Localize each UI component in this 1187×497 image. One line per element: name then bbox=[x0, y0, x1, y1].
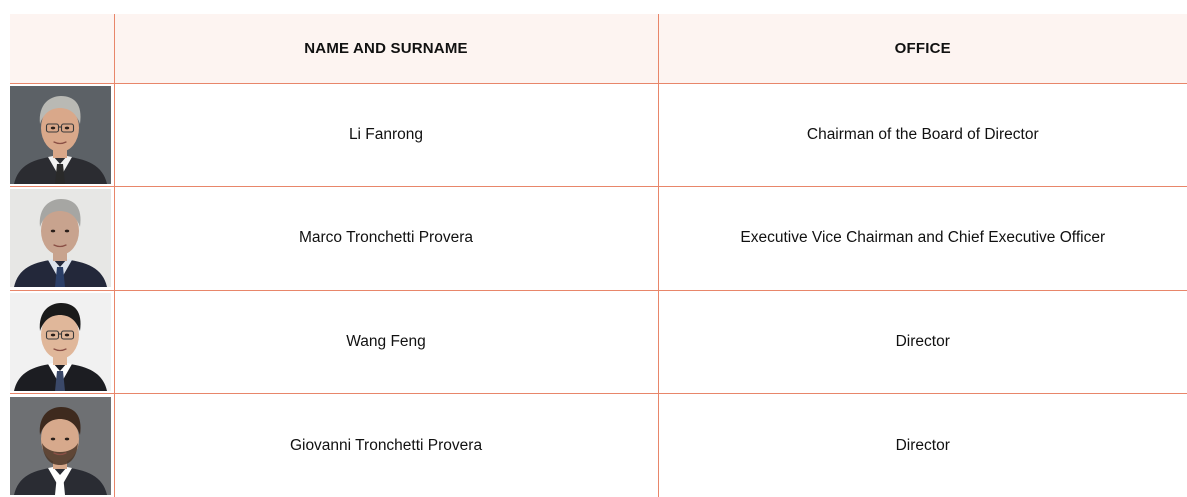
left-eye bbox=[51, 333, 55, 336]
table-row: Wang Feng Director bbox=[10, 290, 1187, 394]
member-office: Director bbox=[658, 290, 1187, 394]
member-name: Wang Feng bbox=[114, 290, 658, 394]
board-members-table: NAME AND SURNAME OFFICE Li Fanrong Chair… bbox=[10, 14, 1187, 497]
portrait-photo bbox=[10, 293, 111, 391]
member-name: Marco Tronchetti Provera bbox=[114, 187, 658, 291]
photo-cell bbox=[10, 394, 114, 497]
member-name: Giovanni Tronchetti Provera bbox=[114, 394, 658, 497]
office-column-header: OFFICE bbox=[658, 14, 1187, 83]
left-eye bbox=[51, 437, 55, 440]
photo-column-header bbox=[10, 14, 114, 83]
portrait-photo bbox=[10, 86, 111, 184]
member-office: Executive Vice Chairman and Chief Execut… bbox=[658, 187, 1187, 291]
header-row: NAME AND SURNAME OFFICE bbox=[10, 14, 1187, 83]
right-eye bbox=[65, 230, 69, 233]
photo-cell bbox=[10, 187, 114, 291]
table-body: Li Fanrong Chairman of the Board of Dire… bbox=[10, 83, 1187, 497]
left-eye bbox=[51, 126, 55, 129]
table-header: NAME AND SURNAME OFFICE bbox=[10, 14, 1187, 83]
left-eye bbox=[51, 230, 55, 233]
table-row: Giovanni Tronchetti Provera Director bbox=[10, 394, 1187, 497]
right-eye bbox=[65, 437, 69, 440]
photo-cell bbox=[10, 83, 114, 187]
table-row: Li Fanrong Chairman of the Board of Dire… bbox=[10, 83, 1187, 187]
member-name: Li Fanrong bbox=[114, 83, 658, 187]
name-column-header: NAME AND SURNAME bbox=[114, 14, 658, 83]
photo-cell bbox=[10, 290, 114, 394]
portrait-photo bbox=[10, 189, 111, 287]
member-office: Chairman of the Board of Director bbox=[658, 83, 1187, 187]
table-row: Marco Tronchetti Provera Executive Vice … bbox=[10, 187, 1187, 291]
member-office: Director bbox=[658, 394, 1187, 497]
right-eye bbox=[65, 333, 69, 336]
right-eye bbox=[65, 126, 69, 129]
portrait-photo bbox=[10, 397, 111, 495]
